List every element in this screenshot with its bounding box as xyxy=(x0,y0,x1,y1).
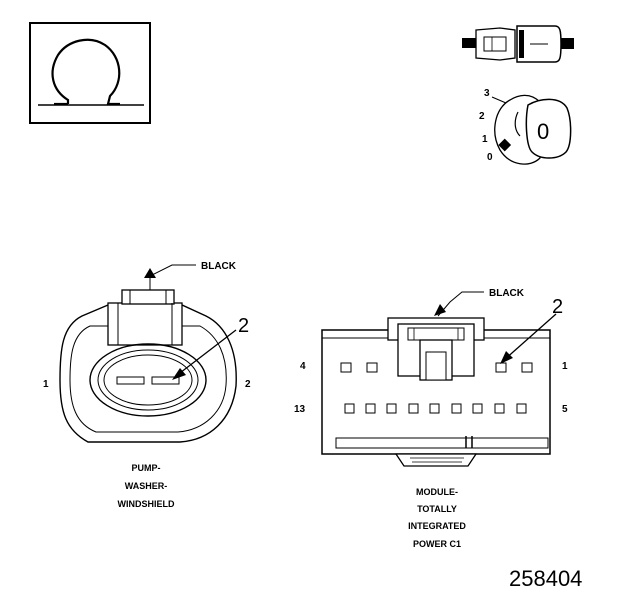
left-connector-color-label: BLACK xyxy=(201,261,237,272)
knob-position-0: 0 xyxy=(487,152,493,163)
knob-position-3: 3 xyxy=(484,88,490,99)
right-connector-pin-top-right: 1 xyxy=(562,361,568,372)
connector-probe-icon xyxy=(462,25,574,63)
pump-washer-connector xyxy=(59,264,237,443)
right-connector-color-label: BLACK xyxy=(489,288,525,299)
right-connector-name-line-4: POWER C1 xyxy=(413,539,461,549)
knob-selected-value: 0 xyxy=(537,119,549,144)
left-connector-name-line-3: WINDSHIELD xyxy=(118,499,175,509)
selector-knob-icon xyxy=(491,94,572,165)
right-connector-pin-bottom-right: 5 xyxy=(562,404,568,415)
right-connector-name-line-3: INTEGRATED xyxy=(408,521,466,531)
left-connector-name-line-1: PUMP- xyxy=(132,463,161,473)
right-connector-pin-bottom-left: 13 xyxy=(294,404,306,415)
right-connector-pin-top-left: 4 xyxy=(300,361,306,372)
right-connector-pin-callout: 2 xyxy=(552,296,563,318)
figure-number: 258404 xyxy=(509,566,582,591)
right-connector-name-line-2: TOTALLY xyxy=(417,504,457,514)
ohm-symbol-icon xyxy=(29,22,151,124)
knob-position-2: 2 xyxy=(479,111,485,122)
left-connector-name-line-2: WASHER- xyxy=(125,481,168,491)
knob-position-1: 1 xyxy=(482,134,488,145)
right-connector-name-line-1: MODULE- xyxy=(416,487,458,497)
left-connector-pin-right: 2 xyxy=(245,379,251,390)
tipm-c1-connector xyxy=(321,291,557,467)
left-connector-pin-left: 1 xyxy=(43,379,49,390)
left-connector-pin-callout: 2 xyxy=(238,315,249,337)
